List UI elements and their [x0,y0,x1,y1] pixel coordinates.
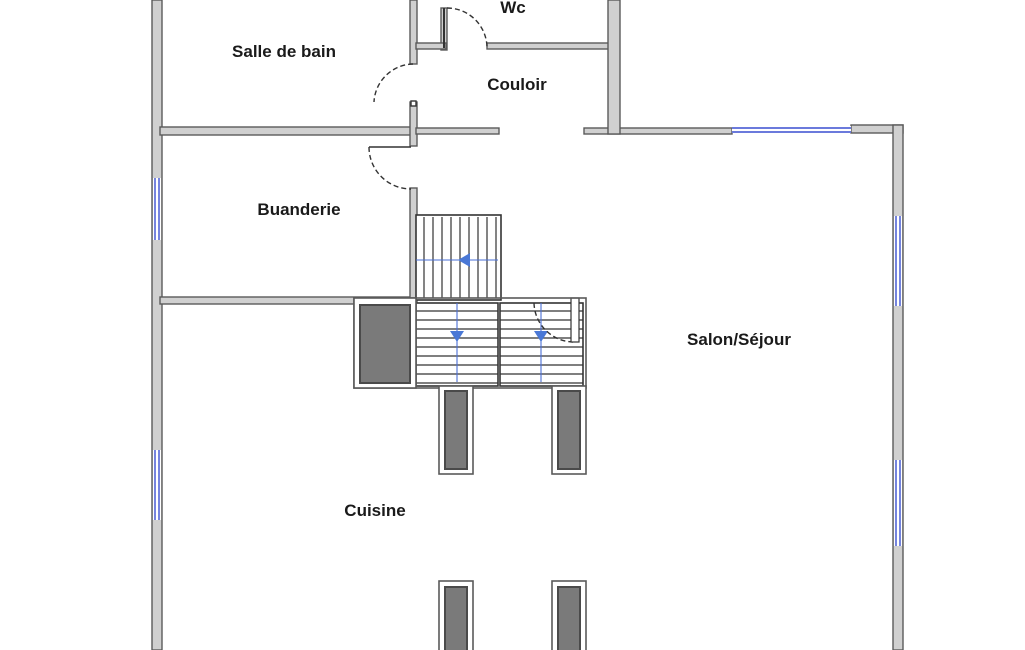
wall-left-exterior [151,0,163,650]
room-label-couloir: Couloir [487,75,547,94]
pillars [353,297,587,650]
wall-bathroom-corridor-upper [409,0,418,65]
wall-right-exterior [892,124,904,650]
doors [368,7,488,190]
room-label-salon-sejour: Salon/Séjour [687,330,791,349]
door-bathroom-leaf [410,100,417,107]
room-label-wc: Wc [500,0,526,17]
pillar-center-right-upper [557,390,581,470]
door-wc-swing [446,7,488,48]
room-label-salle-de-bain: Salle de bain [232,42,336,61]
stair-arrow-left-icon [458,253,470,267]
pillar-center-left-upper [444,390,468,470]
door-laundry-swing [368,146,412,190]
room-label-cuisine: Cuisine [344,501,405,520]
wall-wc-right [607,0,621,135]
windows [153,126,902,546]
wall-wc-bottom-left [415,42,447,50]
stair-arrow-down-right-icon [534,331,548,342]
stair-flight-upper [415,214,502,301]
pillar-stair-left [359,304,411,384]
stair-arrow-down-left-icon [450,331,464,342]
pillar-center-right-lower [557,586,581,650]
pillar-center-left-lower [444,586,468,650]
wall-bathroom-corridor-mid [409,101,418,147]
staircase [353,214,587,389]
room-label-buanderie: Buanderie [257,200,340,219]
walls [151,0,904,650]
wall-corridor-south-right [583,127,733,135]
wall-bathroom-laundry [159,126,417,136]
room-labels: Salle de bain Wc Couloir Buanderie Salon… [232,0,791,520]
door-bathroom-swing [373,63,414,103]
wall-wc-bottom [486,42,612,50]
wall-corridor-south-left [415,127,500,135]
